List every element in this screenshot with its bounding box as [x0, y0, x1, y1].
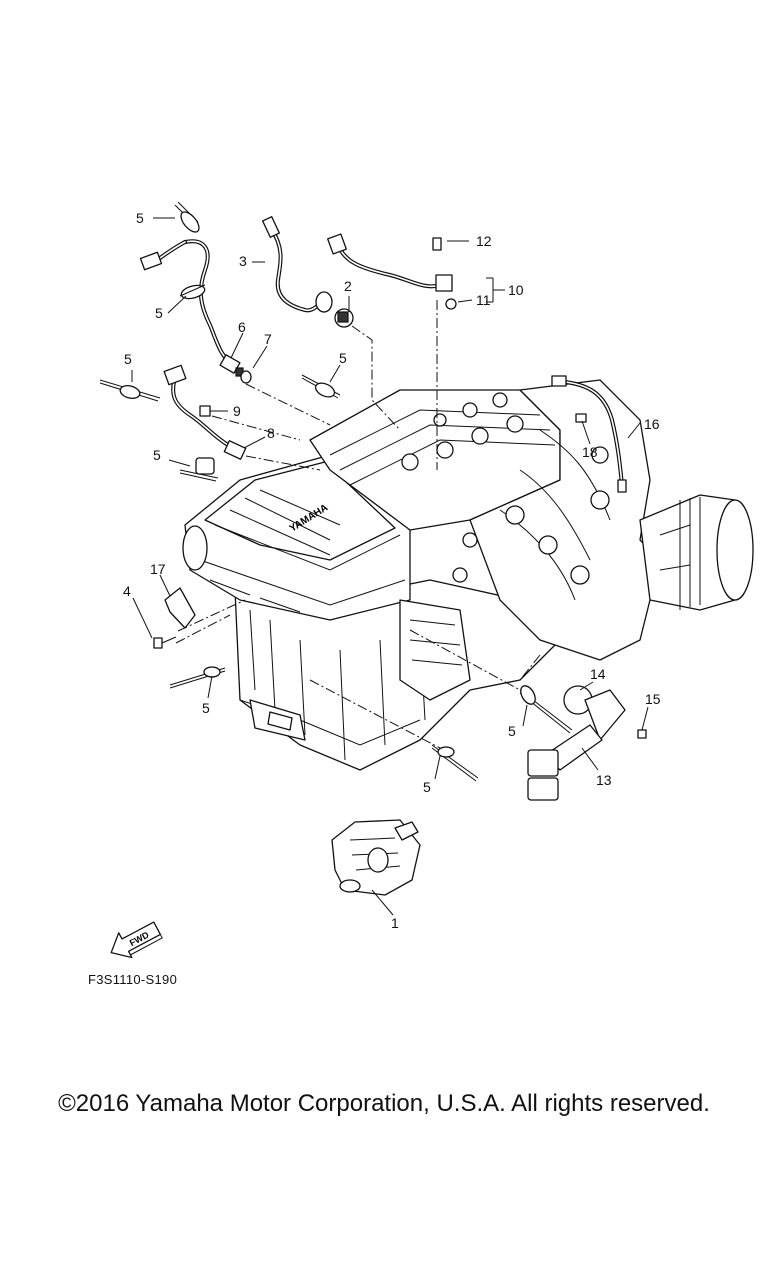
- callout-8: 8: [267, 425, 275, 441]
- callout-5: 5: [155, 305, 163, 321]
- copyright-notice: ©2016 Yamaha Motor Corporation, U.S.A. A…: [58, 1090, 710, 1117]
- callout-7: 7: [264, 331, 272, 347]
- sensor-lead-16: [551, 375, 627, 493]
- cable-tie-5f: [169, 666, 226, 689]
- part-18: [575, 413, 587, 423]
- callout-5: 5: [136, 210, 144, 226]
- callout-11: 11: [476, 292, 491, 308]
- callout-numbers: 5 5 3 2 12 10 11 6 7 5 5 9 8 5 17 4 5 5 …: [123, 210, 661, 931]
- callout-3: 3: [239, 253, 247, 269]
- cable-tie-5a: [174, 201, 200, 233]
- callout-5: 5: [153, 447, 161, 463]
- callout-1: 1: [391, 915, 399, 931]
- cable-tie-5e: [179, 457, 219, 482]
- callout-5: 5: [124, 351, 132, 367]
- sensor-lead-3: [262, 216, 333, 313]
- callout-5: 5: [423, 779, 431, 795]
- callout-15: 15: [645, 691, 661, 707]
- callout-13: 13: [596, 772, 612, 788]
- sensor-lead-8: [163, 364, 247, 460]
- callout-10: 10: [508, 282, 524, 298]
- sensor-lead-6: [139, 239, 244, 377]
- part-1-assembly: [331, 819, 421, 896]
- callout-6: 6: [238, 319, 246, 335]
- callout-4: 4: [123, 583, 131, 599]
- diagram-code: F3S1110-S190: [88, 972, 178, 987]
- callout-9: 9: [233, 403, 241, 419]
- cable-tie-5d: [301, 374, 341, 399]
- sensor-2: [334, 308, 354, 328]
- bolt-4: [153, 636, 177, 649]
- engine-assembly: YAMAHA: [182, 379, 754, 771]
- cable-tie-5h: [431, 744, 479, 782]
- fwd-arrow-icon: FWD: [110, 921, 163, 959]
- callout-12: 12: [476, 233, 492, 249]
- callout-16: 16: [644, 416, 660, 432]
- cable-tie-5c: [99, 379, 161, 402]
- cable-tie-5b: [179, 284, 206, 300]
- washer-7: [240, 370, 252, 384]
- sensor-lead-10: [327, 233, 457, 310]
- callout-5: 5: [202, 700, 210, 716]
- bracket-17: [164, 587, 196, 629]
- callout-5: 5: [339, 350, 347, 366]
- sensor-13: [527, 685, 647, 801]
- callout-14: 14: [590, 666, 606, 682]
- callout-2: 2: [344, 278, 352, 294]
- callout-5: 5: [508, 723, 516, 739]
- callout-17: 17: [150, 561, 166, 577]
- cable-tie-5g: [519, 685, 573, 734]
- leader-lines: [131, 217, 649, 916]
- callout-18: 18: [582, 444, 598, 460]
